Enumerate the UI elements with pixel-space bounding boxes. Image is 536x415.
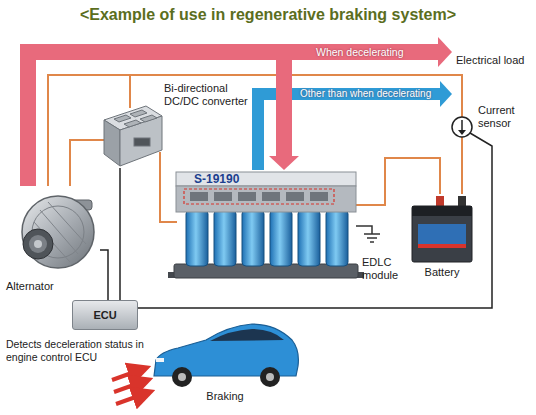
current-sensor-node: Current sensor	[448, 104, 534, 150]
connector	[385, 158, 440, 194]
arrowhead	[438, 37, 452, 67]
braking-arrows	[112, 370, 144, 404]
alternator-illustration	[22, 196, 94, 268]
supply-wire	[172, 221, 177, 223]
connector	[28, 37, 452, 186]
highlight-box	[184, 189, 334, 204]
supply-wire	[159, 152, 161, 168]
connector-line	[119, 168, 121, 300]
ecu-box: ECU	[72, 300, 138, 330]
supply-wire	[129, 75, 131, 108]
node-label: S-19190	[194, 172, 239, 186]
alternator-node: Alternator	[4, 186, 100, 296]
electrical-load-node: Electrical load	[452, 42, 534, 100]
connector	[160, 168, 172, 222]
node-label: ECU	[73, 301, 137, 329]
car-illustration	[154, 324, 298, 387]
connector-line	[385, 158, 440, 194]
connector	[70, 140, 100, 186]
edlc-module-illustration	[168, 172, 364, 278]
diagram-title: <Example of use in regenerative braking …	[0, 5, 536, 24]
node-label: Electrical load	[456, 54, 524, 67]
connector	[462, 150, 463, 194]
node-label: Braking	[150, 390, 300, 403]
ground-symbol	[356, 226, 380, 242]
current-sensor-symbol	[452, 117, 472, 137]
node-label: Bi-directional DC/DC converter	[164, 82, 256, 108]
node-label: Current sensor	[478, 104, 532, 130]
node-label: Battery	[408, 266, 476, 279]
connector	[138, 150, 492, 308]
car-node: Braking	[150, 318, 300, 404]
connector	[100, 250, 108, 300]
supply-wire	[356, 170, 385, 205]
converter-illustration	[104, 106, 162, 166]
edge-label: When decelerating	[313, 46, 407, 58]
connector-line	[70, 140, 100, 186]
connector-line	[138, 150, 492, 308]
connector-line	[28, 52, 438, 186]
connector	[28, 52, 299, 186]
note-label: Detects deceleration status in engine co…	[6, 338, 156, 363]
wiring	[48, 75, 462, 222]
supply-wire	[48, 75, 462, 186]
connector-line	[100, 250, 108, 300]
node-sublabel: EDLC module	[362, 256, 404, 282]
node-label: Alternator	[6, 280, 54, 293]
edlc-module-node: S-19190EDLC module	[172, 170, 404, 290]
arrowhead	[269, 156, 299, 170]
signal-wire	[470, 133, 492, 150]
battery-node: Battery	[408, 194, 476, 282]
converter-node: Bi-directional DC/DC converter	[100, 80, 258, 168]
arrowhead	[440, 81, 452, 107]
battery-illustration	[412, 196, 472, 262]
supply-wire	[461, 137, 463, 150]
connector	[120, 168, 121, 300]
connector-line	[160, 168, 172, 222]
edge-label: Other than when decelerating	[297, 88, 434, 100]
connector-line	[461, 150, 463, 194]
connector-line	[28, 52, 284, 186]
